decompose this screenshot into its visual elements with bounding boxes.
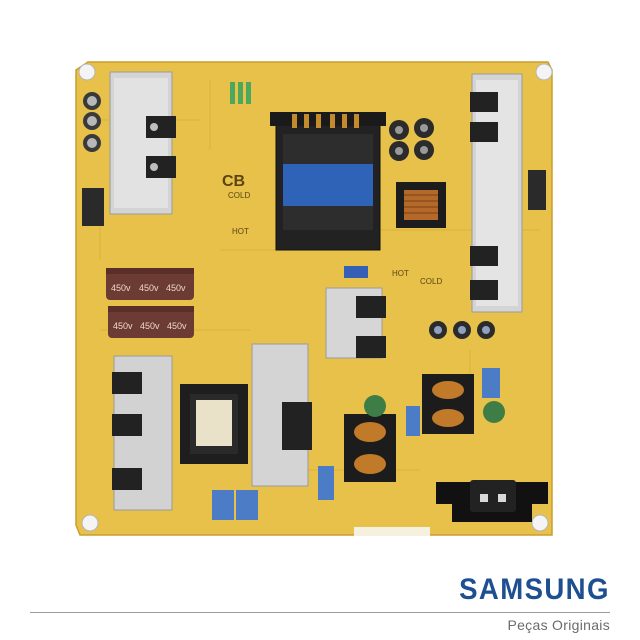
cb-mark: CB — [222, 173, 245, 190]
cap-rating-label: 450v — [113, 321, 133, 331]
cap-rating-label: 450v — [140, 321, 160, 331]
cap-rating-label: 450v — [167, 321, 187, 331]
coil-transformer-small — [396, 182, 446, 228]
cap-rating-label: 450v — [166, 283, 186, 293]
green-varistor — [483, 401, 505, 423]
bulk-capacitor-upper — [106, 268, 194, 300]
heatsink-center — [251, 343, 312, 487]
capacitor-cluster-middle — [429, 321, 495, 339]
copper-coil-right — [422, 374, 474, 434]
divider — [30, 612, 610, 613]
main-transformer — [270, 112, 386, 251]
heatsink-middle — [325, 287, 386, 359]
bulk-capacitor-lower — [108, 306, 194, 338]
copper-coil-left — [344, 414, 396, 482]
transformer-bottom — [180, 384, 248, 464]
connector-right — [528, 170, 546, 210]
cold-label: COLD — [228, 191, 250, 200]
brand-wordmark: SAMSUNG — [459, 573, 610, 606]
ac-input-socket — [436, 480, 548, 522]
hot-label: HOT — [232, 227, 249, 236]
hot-label: HOT — [392, 269, 409, 278]
resistor-group-green — [230, 82, 251, 104]
heatsink-top-left — [109, 71, 176, 215]
capacitor-cluster-top — [389, 118, 434, 161]
blue-component — [344, 266, 368, 278]
mounting-hole-icon — [78, 63, 553, 532]
cap-rating-label: 450v — [139, 283, 159, 293]
heatsink-right — [470, 73, 523, 313]
x-capacitors — [212, 368, 500, 520]
small-capacitors-left — [83, 92, 101, 152]
barcode-label — [354, 527, 430, 536]
tagline: Peças Originais — [507, 617, 610, 633]
green-varistor — [364, 395, 386, 417]
cap-rating-label: 450v — [111, 283, 131, 293]
connector-left — [82, 188, 104, 226]
product-photo: 450v 450v 450v 450v 450v 450v — [75, 61, 553, 536]
cold-label: COLD — [420, 277, 442, 286]
heatsink-bottom-left — [112, 355, 173, 511]
